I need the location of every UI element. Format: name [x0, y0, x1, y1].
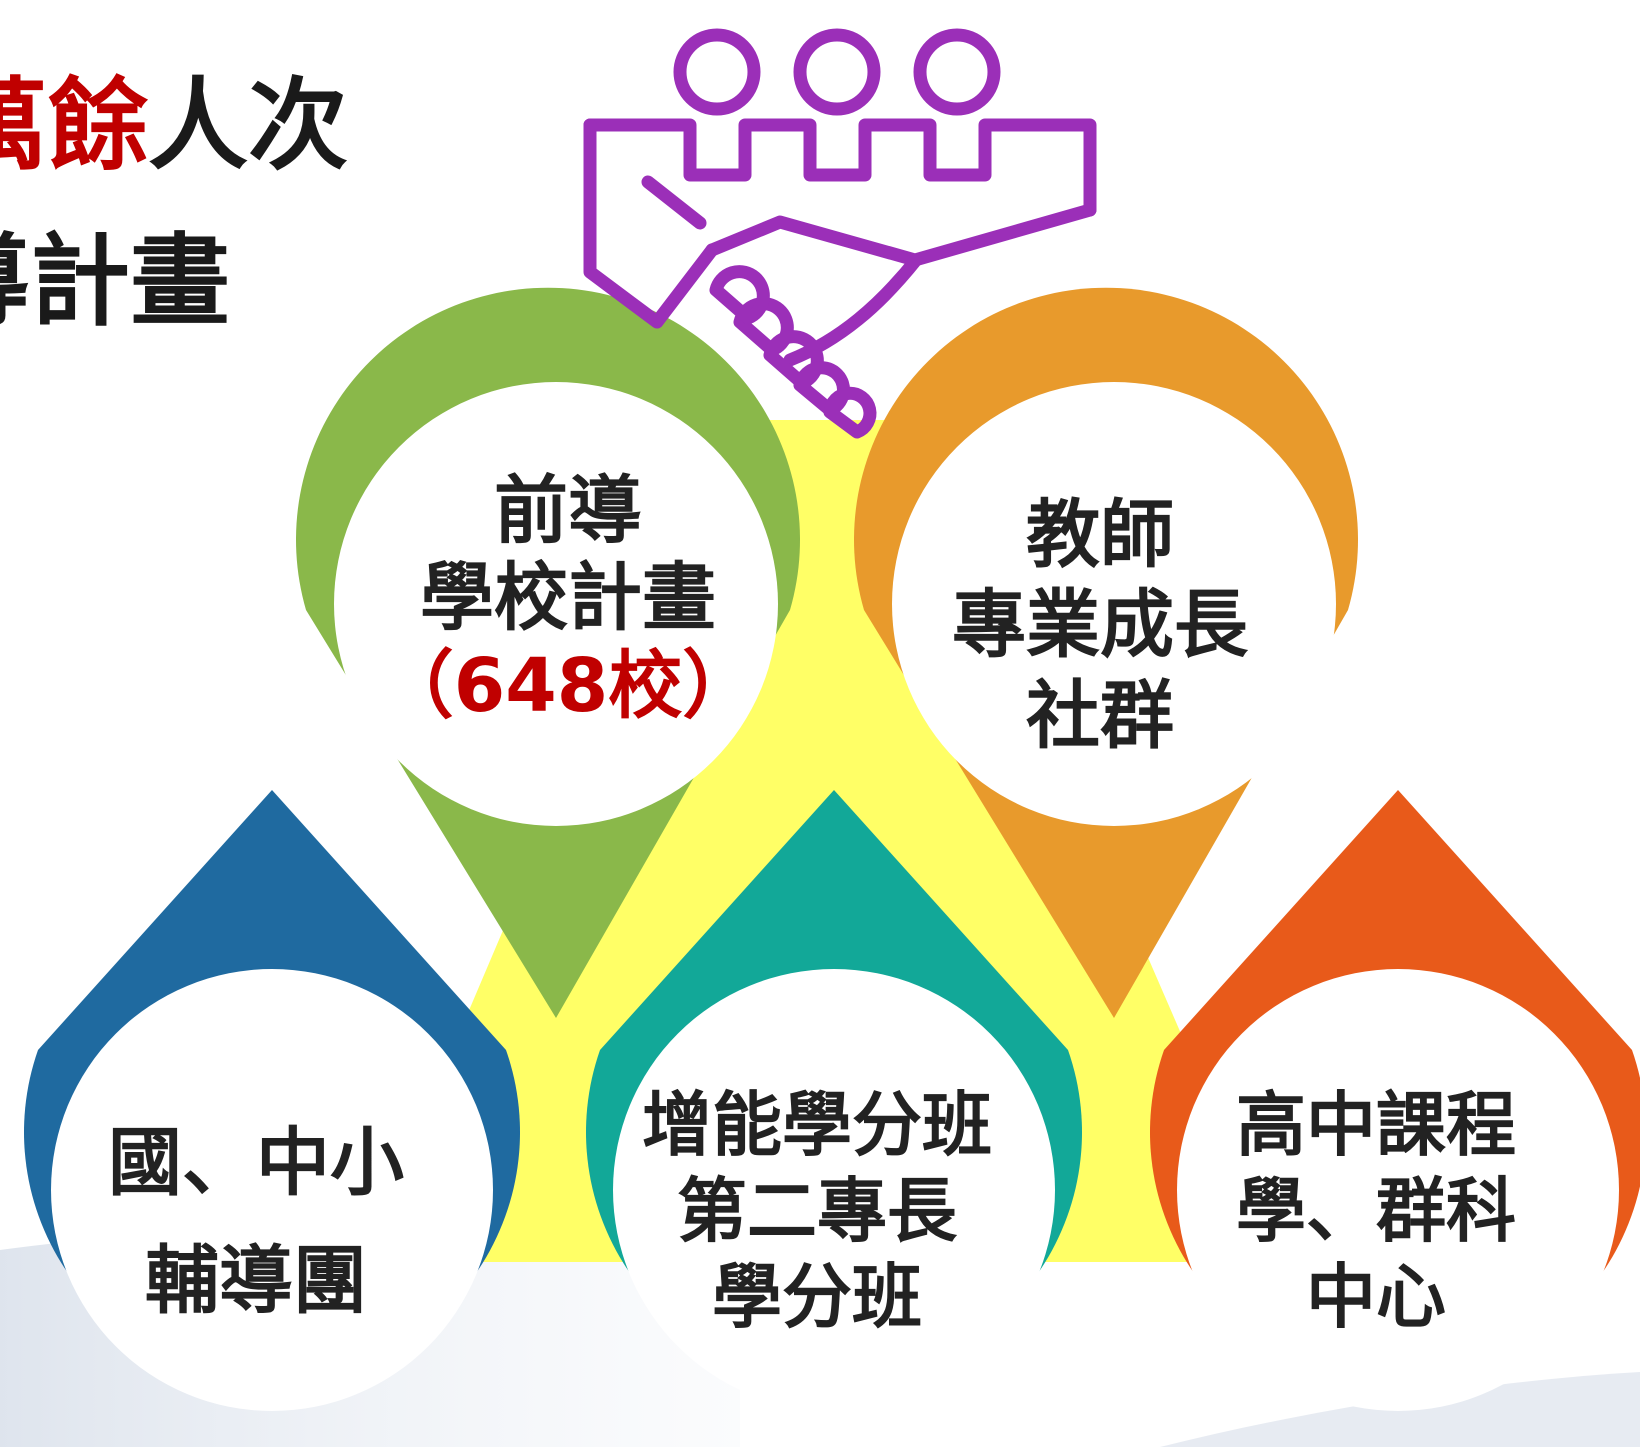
node-credit-line-3: 學分班 [712, 1256, 922, 1339]
pin-pilot-inner [334, 382, 778, 826]
node-teacher-line-2: 專業成長 [952, 582, 1248, 669]
node-teacher-label: 教師 專業成長 社群 [880, 490, 1320, 761]
node-senior-line-1: 高中課程 [1236, 1084, 1516, 1166]
node-junior-line-2: 輔導團 [145, 1238, 367, 1325]
node-pilot-label: 前導 學校計畫 （648校） [338, 468, 798, 730]
node-pilot-line-1: 前導 [494, 468, 642, 554]
header-count-suffix: 萬餘 [0, 67, 148, 184]
teamwork-handshake-icon [583, 28, 1097, 439]
header-line-2: 導計畫 [0, 223, 230, 340]
header-line-1: 萬餘人次 [0, 76, 348, 176]
pin-teacher-inner [892, 382, 1336, 826]
node-senior-label: 高中課程 學、群科 中心 [1146, 1082, 1606, 1340]
node-credit-line-2: 第二專長 [677, 1170, 957, 1253]
node-junior-label: 國、中小 輔導團 [56, 1104, 456, 1341]
node-pilot-count: （648校） [379, 642, 757, 729]
node-pilot-line-2: 學校計畫 [420, 555, 716, 642]
teardrop-junior-inner [51, 969, 493, 1411]
node-credit-line-1: 增能學分班 [642, 1084, 992, 1166]
teardrop-senior-inner [1177, 969, 1619, 1411]
node-teacher-line-3: 社群 [1026, 672, 1174, 759]
teardrop-credit-inner [613, 969, 1055, 1411]
node-senior-line-3: 中心 [1306, 1256, 1446, 1339]
header-unit: 人次 [148, 67, 348, 184]
node-credit-label: 增能學分班 第二專長 學分班 [592, 1082, 1042, 1340]
node-senior-line-2: 學、群科 [1236, 1170, 1516, 1253]
node-junior-line-1: 國、中小 [108, 1120, 404, 1206]
node-teacher-line-1: 教師 [1026, 492, 1174, 578]
